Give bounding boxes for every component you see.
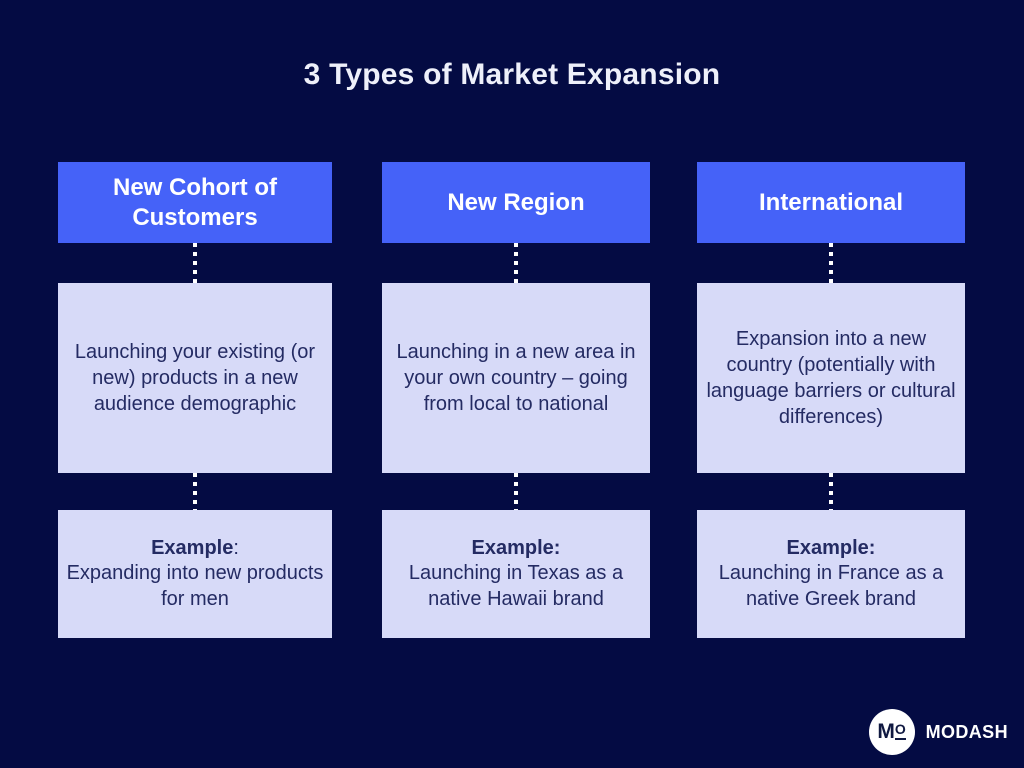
dotted-connector — [514, 243, 518, 283]
description-box: Expansion into a new country (potentiall… — [697, 283, 965, 473]
example-label: Example: — [471, 536, 561, 559]
column-header: New Region — [382, 162, 650, 243]
example-box: Example: Launching in France as a native… — [697, 510, 965, 638]
example-box: Example: Expanding into new products for… — [58, 510, 332, 638]
example-separator: : — [233, 536, 239, 559]
example-text: Launching in Texas as a native Hawaii br… — [408, 562, 624, 610]
column-new-region: New Region Launching in a new area in yo… — [382, 162, 650, 638]
example-box: Example: Launching in Texas as a native … — [382, 510, 650, 638]
example-text: Expanding into new products for men — [66, 562, 324, 610]
example-label: Example: — [786, 536, 876, 559]
dotted-connector — [193, 243, 197, 283]
logo-mark-m: M — [877, 720, 894, 743]
example-heading: Example: — [787, 536, 876, 562]
column-international: International Expansion into a new count… — [697, 162, 965, 638]
example-heading: Example: — [151, 536, 239, 562]
brand-name: MODASH — [925, 721, 1008, 742]
column-new-cohort: New Cohort of Customers Launching your e… — [58, 162, 332, 638]
description-box: Launching in a new area in your own coun… — [382, 283, 650, 473]
dotted-connector — [829, 243, 833, 283]
page-title: 3 Types of Market Expansion — [303, 58, 721, 91]
column-header: New Cohort of Customers — [58, 162, 332, 243]
dotted-connector — [193, 473, 197, 510]
description-box: Launching your existing (or new) product… — [58, 283, 332, 473]
column-header: International — [697, 162, 965, 243]
example-label: Example — [151, 536, 234, 559]
example-heading: Example: — [472, 536, 561, 562]
logo-mark-o: O — [894, 721, 906, 740]
dotted-connector — [829, 473, 833, 510]
dotted-connector — [514, 473, 518, 510]
example-text: Launching in France as a native Greek br… — [718, 562, 944, 610]
